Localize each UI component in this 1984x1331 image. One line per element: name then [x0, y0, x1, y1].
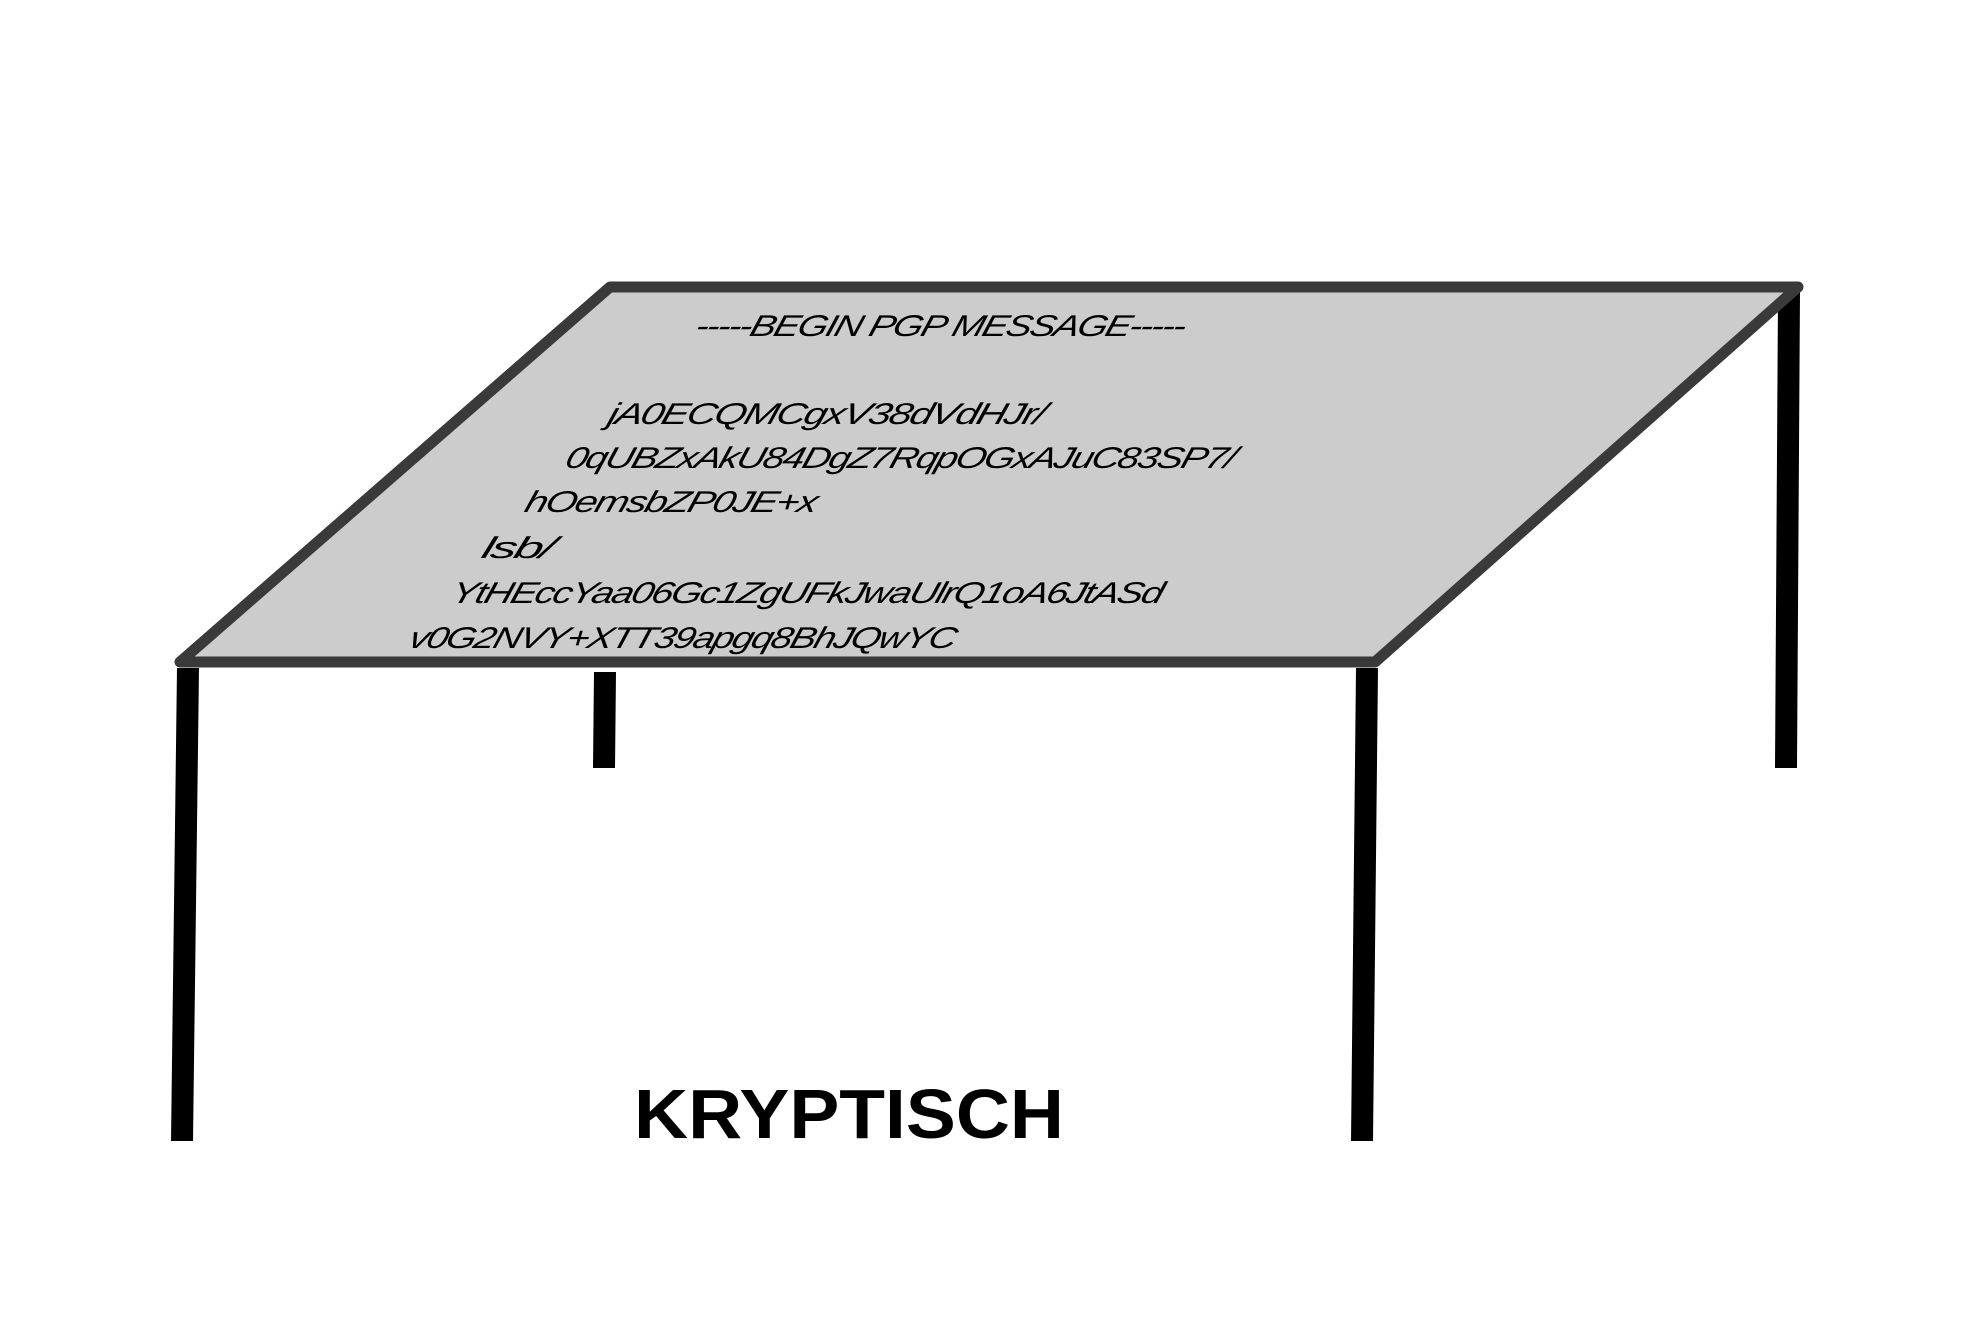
pgp-header: -----BEGIN PGP MESSAGE----- — [692, 310, 1191, 343]
table-top — [174, 281, 1804, 668]
front-right-leg — [1351, 668, 1378, 1141]
front-left-leg — [171, 668, 199, 1141]
pgp-line-5: YtHEccYaa06Gc1ZgUFkJwaUlrQ1oA6JtASd — [447, 577, 1170, 610]
pgp-line-6: v0G2NVY+XTT39apgq8BhJQwYC — [405, 622, 963, 655]
pgp-line-1: jA0ECQMCgxV38dVdHJr/ — [599, 398, 1056, 431]
pgp-line-3: hOemsbZP0JE+x — [521, 486, 825, 519]
back-left-leg — [593, 672, 616, 768]
diagram-title: KRYPTISCH — [634, 1075, 1064, 1153]
back-right-leg — [1775, 290, 1800, 768]
pgp-line-2: 0qUBZxAkU84DgZ7RqpOGxAJuC83SP7/ — [562, 442, 1246, 475]
pgp-message: -----BEGIN PGP MESSAGE----- jA0ECQMCgxV3… — [405, 310, 1246, 655]
